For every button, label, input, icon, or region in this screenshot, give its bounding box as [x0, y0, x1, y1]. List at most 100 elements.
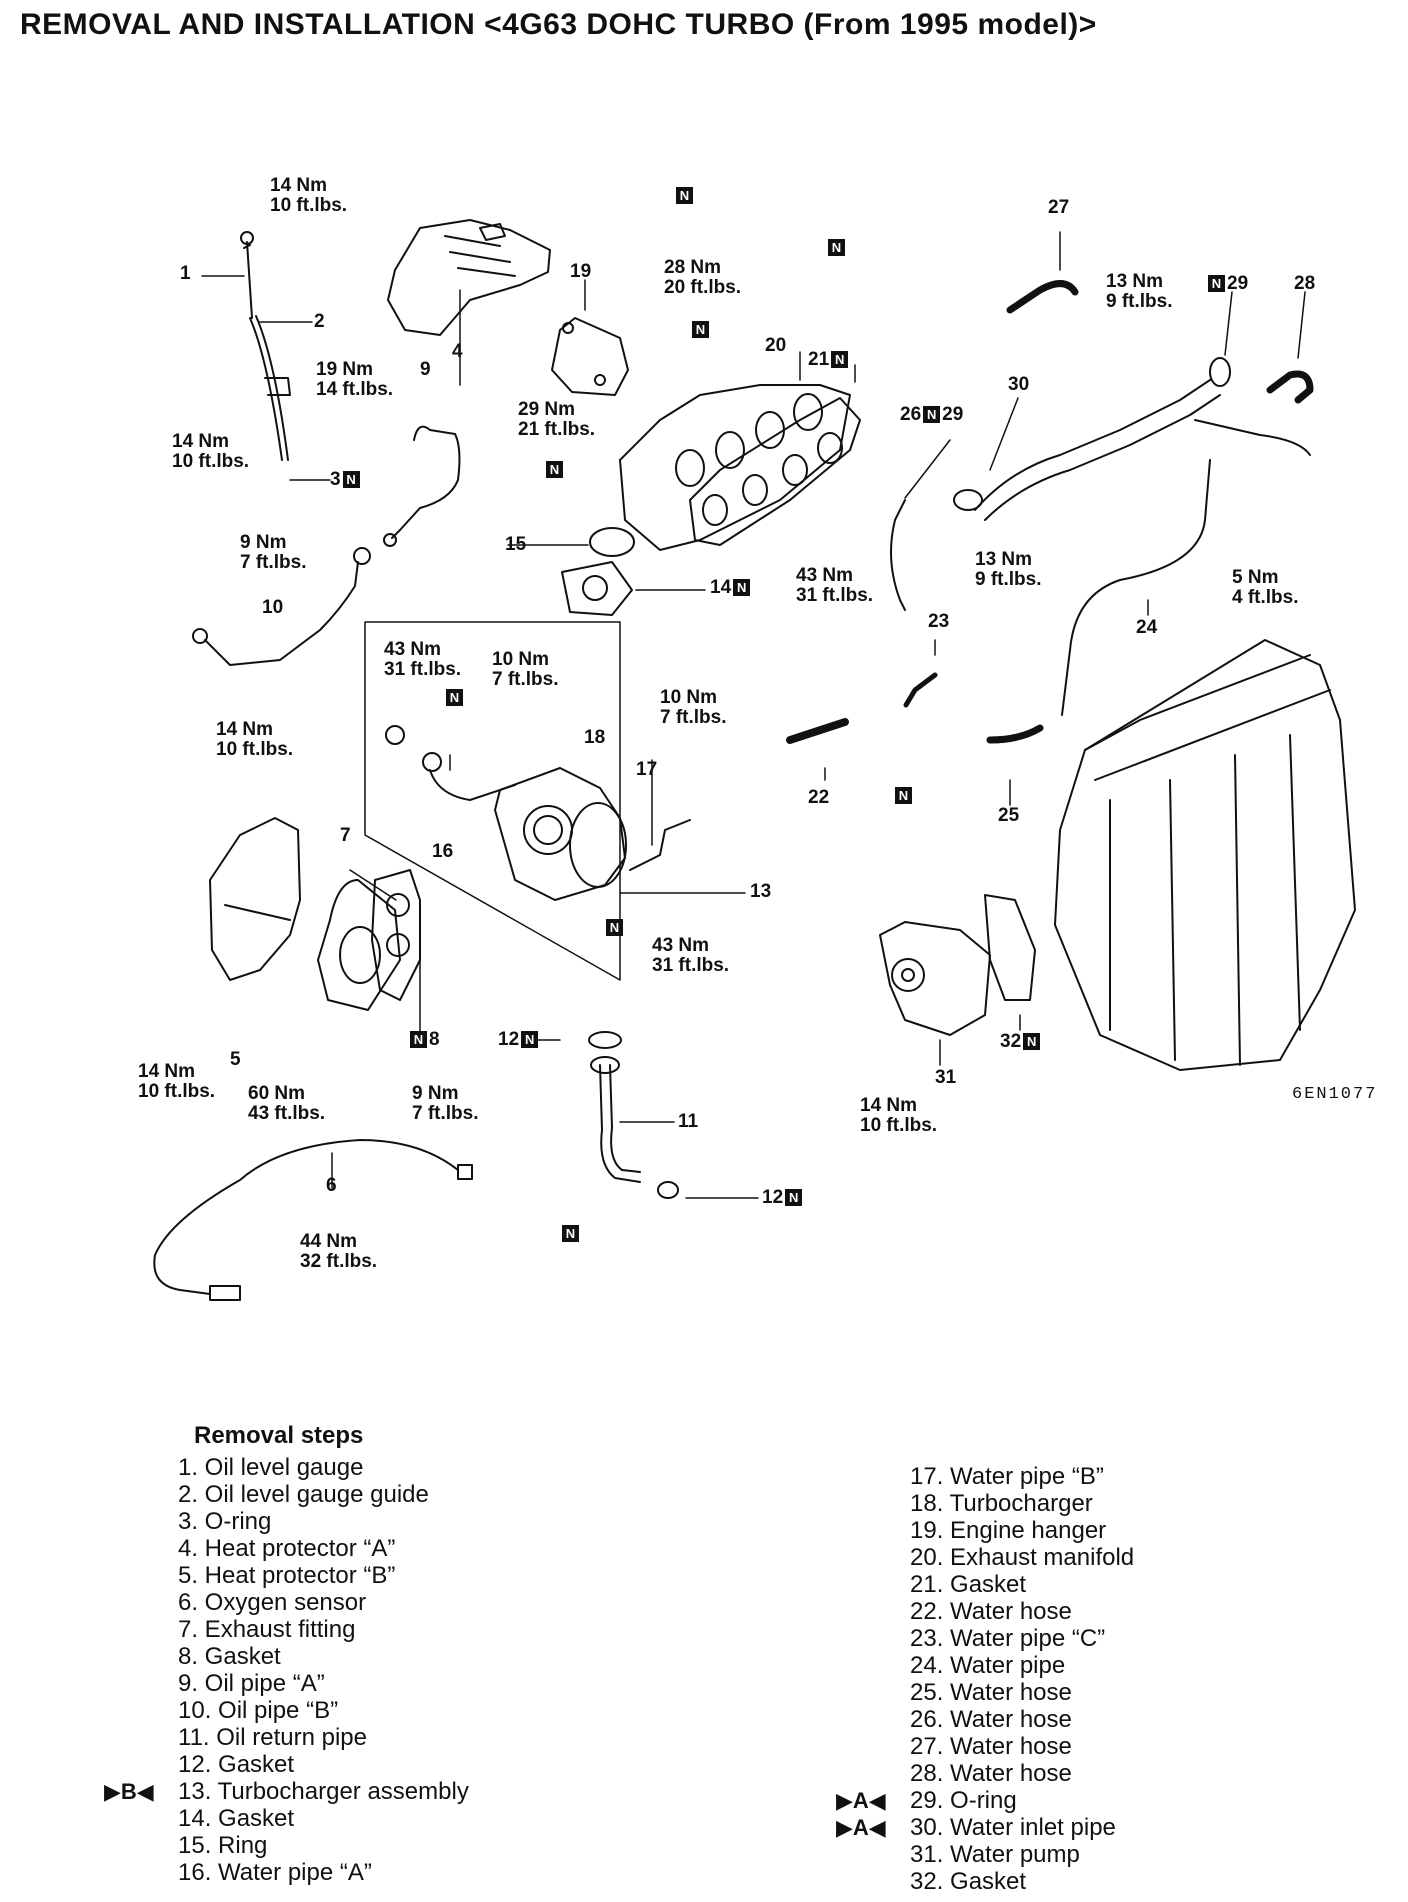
callout-10: 10: [262, 597, 284, 618]
exhaust-manifold-part: [619, 384, 851, 551]
removal-step: 23. Water pipe “C”: [910, 1625, 1106, 1652]
oil-level-gauge-part: [240, 231, 254, 319]
n-badge: N: [923, 406, 941, 424]
removal-step: 24. Water pipe: [910, 1652, 1066, 1679]
manifold-gasket-part: [689, 397, 861, 546]
page-title: REMOVAL AND INSTALLATION <4G63 DOHC TURB…: [20, 8, 1097, 41]
removal-step: 6. Oxygen sensor: [178, 1589, 367, 1616]
oil-return-gasket-top-part: [588, 1031, 622, 1049]
n-badge: N: [1208, 275, 1225, 293]
removal-step: 7. Exhaust fitting: [178, 1616, 356, 1643]
callout-18: 18: [584, 727, 606, 748]
callout-11: 11: [678, 1111, 699, 1132]
removal-steps-heading: Removal steps: [194, 1422, 364, 1449]
removal-step: 22. Water hose: [910, 1598, 1072, 1625]
removal-step: 3. O-ring: [178, 1508, 272, 1535]
n-badge-marker: N: [560, 1224, 581, 1244]
water-hose-22-part: [786, 718, 849, 744]
removal-step: 2. Oil level gauge guide: [178, 1481, 429, 1508]
n-badge: N: [521, 1031, 539, 1049]
n-badge-marker: N: [544, 460, 565, 480]
removal-step: 5. Heat protector “B”: [178, 1562, 396, 1589]
n-badge: N: [676, 187, 693, 205]
callout-30: 30: [1008, 374, 1030, 395]
removal-step: 14. Gasket: [178, 1805, 295, 1832]
removal-step: ▶B◀13. Turbocharger assembly: [104, 1778, 469, 1805]
callout-22: 22: [808, 787, 830, 808]
removal-step: 19. Engine hanger: [910, 1517, 1107, 1544]
callout-19: 19: [570, 261, 592, 282]
o-ring-middle-part: [953, 489, 983, 511]
removal-step: 28. Water hose: [910, 1760, 1072, 1787]
n-badge-marker: N: [444, 688, 465, 708]
removal-step: 31. Water pump: [910, 1841, 1080, 1868]
water-hose-27-part: [1006, 280, 1079, 314]
removal-steps-right-column: 17. Water pipe “B” 18. Turbocharger 19. …: [836, 1463, 1135, 1895]
removal-steps-left-column: 1. Oil level gauge 2. Oil level gauge gu…: [104, 1454, 469, 1886]
n-badge: N: [342, 471, 360, 489]
o-ring-top-part: [1209, 357, 1231, 387]
n-badge-marker: N: [893, 786, 914, 806]
n-badge: N: [546, 461, 563, 479]
callout-15: 15: [505, 534, 527, 555]
n-badge: N: [562, 1225, 579, 1243]
callout-4: 4: [452, 341, 463, 362]
callout-31: 31: [935, 1067, 957, 1088]
removal-step: 11. Oil return pipe: [178, 1724, 367, 1751]
water-pump-gasket-part: [984, 894, 1036, 1001]
exhaust-fitting-gasket-part: [371, 869, 421, 1001]
callout-20: 20: [765, 335, 787, 356]
callout-9: 9: [420, 359, 431, 380]
n-badge: N: [446, 689, 463, 707]
oil-pipe-a-part: [383, 425, 461, 547]
leader-lines: [201, 231, 1306, 1199]
removal-step: 25. Water hose: [910, 1679, 1072, 1706]
figure-code: 6EN1077: [1292, 1085, 1378, 1104]
removal-step: ▶A◀30. Water inlet pipe: [836, 1814, 1116, 1841]
turbo-gasket-part: [561, 561, 633, 616]
callout-7: 7: [340, 825, 351, 846]
removal-step: 18. Turbocharger: [910, 1490, 1093, 1517]
oil-level-gauge-guide-part: [249, 315, 291, 461]
callout-13: 13: [750, 881, 772, 902]
service-point-marker: ▶A◀: [836, 1815, 886, 1840]
callout-23: 23: [928, 611, 950, 632]
water-pipe-c-part: [903, 672, 938, 708]
turbocharger-assembly-outline: [364, 621, 621, 981]
n-badge-marker: N: [826, 238, 847, 258]
removal-step: 17. Water pipe “B”: [910, 1463, 1104, 1490]
removal-step: 20. Exhaust manifold: [910, 1544, 1135, 1571]
n-badge: N: [785, 1189, 803, 1207]
n-badge: N: [831, 351, 849, 369]
callout-1: 1: [180, 263, 191, 284]
water-pump-part: [879, 921, 991, 1036]
heat-protector-b-part: [209, 817, 301, 981]
water-hose-25-part: [986, 724, 1044, 744]
n-badge: N: [733, 579, 751, 597]
removal-step: 26. Water hose: [910, 1706, 1072, 1733]
callout-27: 27: [1048, 197, 1070, 218]
n-badge: N: [410, 1031, 427, 1049]
water-hose-26-part: [890, 499, 906, 611]
oil-pipe-b-part: [192, 547, 371, 666]
